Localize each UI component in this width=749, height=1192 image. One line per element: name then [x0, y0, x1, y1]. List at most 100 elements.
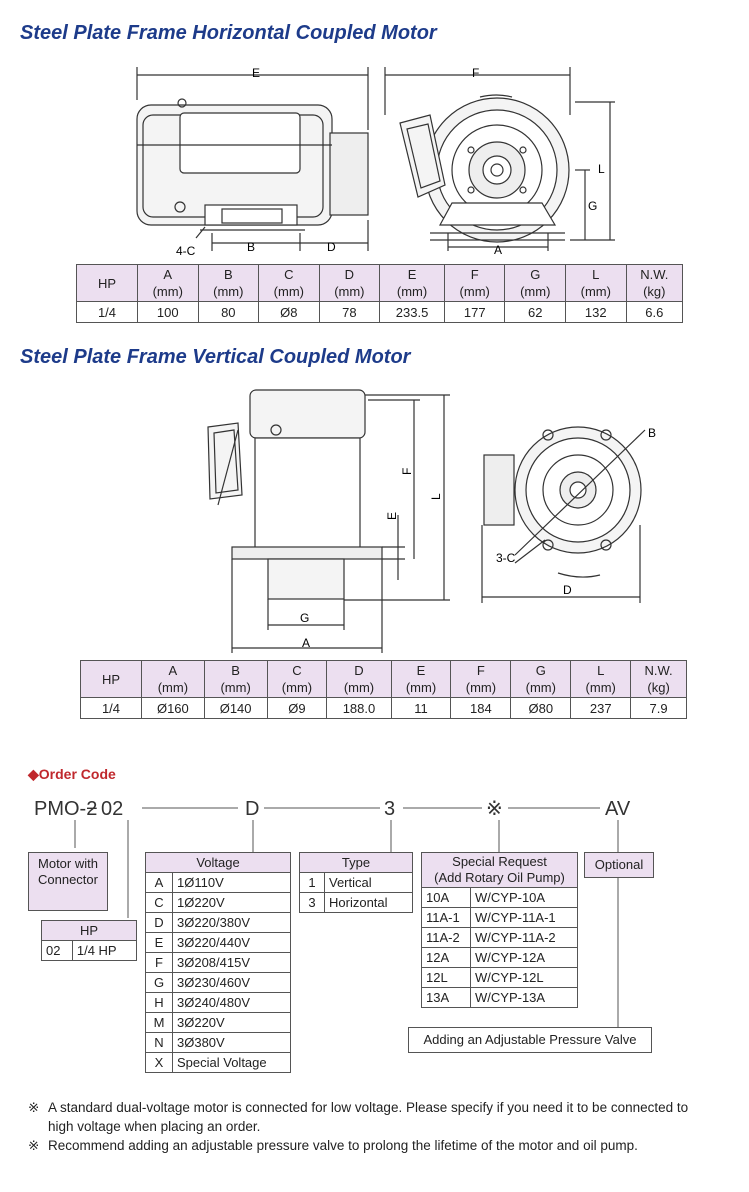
- cell-hp: 1/4: [76, 301, 138, 323]
- svg-text:−: −: [86, 798, 98, 820]
- header-c: C(mm): [258, 264, 320, 302]
- header-a: A(mm): [141, 660, 205, 698]
- header-l: L(mm): [565, 264, 627, 302]
- cell-g: 62: [504, 301, 567, 323]
- pressure-valve-box: Adding an Adjustable Pressure Valve: [408, 1027, 652, 1053]
- code-part-series: PMO-2: [34, 798, 97, 820]
- cell-nw: 7.9: [630, 697, 687, 719]
- cell-c: Ø8: [258, 301, 320, 323]
- cell-b: 80: [197, 301, 260, 323]
- table-row: 1/4 100 80 Ø8 78 233.5 177 62 132 6.6: [76, 301, 684, 323]
- header-g: G(mm): [504, 264, 567, 302]
- vertical-spec-table: HP A(mm) B(mm) C(mm) D(mm) E(mm) F(mm) G…: [80, 660, 687, 719]
- dim-l: L: [598, 162, 605, 176]
- code-part-voltage: D: [245, 798, 259, 820]
- cell-a: Ø160: [141, 697, 205, 719]
- header-nw: N.W.(kg): [625, 264, 684, 302]
- header-d: D(mm): [326, 660, 392, 698]
- cell-e: 11: [390, 697, 452, 719]
- horizontal-spec-table: HP A(mm) B(mm) C(mm) D(mm) E(mm) F(mm) G…: [76, 264, 684, 323]
- code-part-optional: AV: [605, 798, 631, 820]
- code-part-type: 3: [384, 798, 395, 820]
- note-1: ※ A standard dual-voltage motor is conne…: [28, 1100, 689, 1134]
- cell-c: Ø9: [266, 697, 328, 719]
- header-a: A(mm): [137, 264, 199, 302]
- voltage-header: Voltage: [145, 852, 291, 873]
- order-code-connectors: PMO-2 02 D 3 ※ AV −: [34, 798, 631, 1028]
- hp-header: HP: [41, 920, 137, 941]
- header-d: D(mm): [318, 264, 381, 302]
- type-header: Type: [299, 852, 413, 873]
- dim-3c: 3-C: [496, 551, 516, 565]
- cell-f: 184: [450, 697, 512, 719]
- cell-hp: 1/4: [80, 697, 142, 719]
- dim-d: D: [327, 240, 336, 254]
- cell-e: 233.5: [379, 301, 445, 323]
- header-b: B(mm): [203, 660, 268, 698]
- header-f: F(mm): [443, 264, 506, 302]
- diamond-icon: ◆: [28, 766, 39, 782]
- header-f: F(mm): [450, 660, 512, 698]
- dim-b: B: [648, 426, 656, 440]
- vertical-motor-drawing: F L E G A B D 3-C: [207, 389, 656, 653]
- code-part-special: ※: [486, 798, 503, 820]
- cell-d: 78: [318, 301, 381, 323]
- cell-l: 237: [570, 697, 632, 719]
- dim-a: A: [494, 243, 502, 257]
- dim-a: A: [302, 636, 310, 650]
- motor-with-connector-box: Motor with Connector: [28, 852, 108, 911]
- header-e: E(mm): [379, 264, 445, 302]
- dim-d: D: [563, 583, 572, 597]
- header-hp: HP: [80, 660, 142, 698]
- dim-f: F: [400, 468, 414, 475]
- dim-e: E: [385, 512, 399, 520]
- header-c: C(mm): [266, 660, 328, 698]
- header-e: E(mm): [390, 660, 452, 698]
- table-row: 1/4 Ø160 Ø140 Ø9 188.0 11 184 Ø80 237 7.…: [80, 697, 687, 719]
- cell-b: Ø140: [203, 697, 268, 719]
- note-2: ※ Recommend adding an adjustable pressur…: [28, 1138, 638, 1153]
- horizontal-title: Steel Plate Frame Horizontal Coupled Mot…: [20, 22, 437, 44]
- cell-g: Ø80: [510, 697, 572, 719]
- header-b: B(mm): [197, 264, 260, 302]
- dim-e: E: [252, 66, 260, 80]
- optional-box: Optional: [584, 852, 654, 878]
- note-mark-icon: ※: [28, 1100, 40, 1115]
- dim-g: G: [588, 199, 597, 213]
- special-request-table: Special Request(Add Rotary Oil Pump) 10A…: [421, 852, 578, 1008]
- cell-f: 177: [443, 301, 506, 323]
- table-header-row: HP A(mm) B(mm) C(mm) D(mm) E(mm) F(mm) G…: [76, 264, 684, 302]
- horizontal-motor-drawing: E F B D 4-C A G L: [136, 66, 615, 258]
- cell-l: 132: [565, 301, 627, 323]
- special-header: Special Request(Add Rotary Oil Pump): [421, 852, 578, 888]
- order-code-heading: ◆Order Code: [28, 766, 116, 782]
- header-l: L(mm): [570, 660, 632, 698]
- dim-f: F: [472, 66, 479, 80]
- table-header-row: HP A(mm) B(mm) C(mm) D(mm) E(mm) F(mm) G…: [80, 660, 687, 698]
- dim-l: L: [429, 493, 443, 500]
- dim-g: G: [300, 611, 309, 625]
- cell-d: 188.0: [326, 697, 392, 719]
- cell-nw: 6.6: [625, 301, 684, 323]
- header-nw: N.W.(kg): [630, 660, 687, 698]
- header-g: G(mm): [510, 660, 572, 698]
- note-mark-icon: ※: [28, 1138, 40, 1153]
- dim-b: B: [247, 240, 255, 254]
